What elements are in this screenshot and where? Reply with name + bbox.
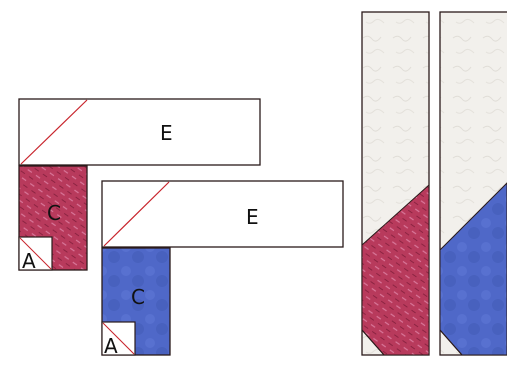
tall-strip-blue: [439, 11, 507, 356]
red-c-label: C: [47, 201, 61, 225]
lower-e-label: E: [246, 205, 259, 229]
lower-e-seam-line: [103, 181, 170, 247]
blue-a-label: A: [104, 334, 118, 358]
blue-unit: E C A: [101, 180, 344, 358]
tall-strip-red-corner-line: [361, 329, 385, 356]
red-unit: E C A: [18, 98, 261, 273]
upper-e-strip: [18, 98, 261, 166]
blue-a-diagonal: [102, 322, 135, 355]
tall-strip-blue-corner-line: [439, 329, 463, 356]
blue-c-label: C: [131, 285, 145, 309]
upper-e-label: E: [160, 121, 173, 145]
tall-strip-red: [361, 11, 430, 356]
lower-e-strip: [101, 180, 344, 248]
red-a-label: A: [22, 249, 36, 273]
red-a-diagonal: [19, 237, 52, 270]
upper-e-seam-line: [20, 99, 88, 165]
